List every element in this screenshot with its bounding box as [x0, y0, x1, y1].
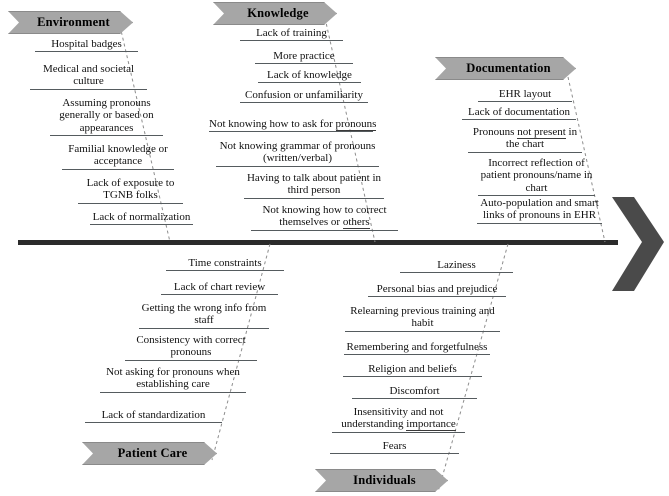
- cause-item: Relearning previous training and habit: [345, 305, 500, 332]
- category-banner-patient-care[interactable]: Patient Care: [82, 442, 217, 465]
- category-label-environment: Environment: [37, 15, 110, 29]
- cause-text: EHR layout: [498, 88, 552, 100]
- cause-text: Lack of knowledge: [267, 69, 352, 81]
- cause-text: Lack of standardization: [101, 409, 206, 421]
- spine-arrowhead: [612, 197, 664, 291]
- cause-text: Time constraints: [188, 257, 262, 269]
- spellcheck-underline: pronouns: [335, 118, 377, 131]
- cause-text: Discomfort: [389, 385, 440, 397]
- cause-item: Getting the wrong info from staff: [139, 302, 269, 329]
- spellcheck-underline: importance: [406, 418, 456, 432]
- cause-text: Medical and societal culture: [42, 63, 135, 88]
- diagram-spine: [18, 240, 618, 245]
- category-banner-individuals[interactable]: Individuals: [315, 469, 448, 492]
- cause-item: Assuming pronouns generally or based on …: [50, 97, 163, 137]
- cause-text: Personal bias and prejudice: [376, 283, 498, 295]
- cause-text: Relearning previous training and habit: [350, 305, 495, 330]
- cause-text: Laziness: [437, 259, 476, 271]
- cause-item: Lack of exposure to TGNB folks: [78, 177, 183, 204]
- cause-item: Incorrect reflection of patient pronouns…: [478, 157, 595, 197]
- cause-item: Confusion or unfamiliarity: [240, 89, 368, 104]
- cause-item: Time constraints: [166, 257, 284, 272]
- category-banner-documentation[interactable]: Documentation: [435, 57, 576, 80]
- category-label-patient-care: Patient Care: [117, 446, 188, 460]
- cause-item: Consistency with correct pronouns: [125, 334, 257, 361]
- cause-item: Not knowing how to ask for pronouns: [209, 118, 377, 133]
- cause-item: Fears: [330, 440, 459, 455]
- cause-text: Hospital badges: [51, 38, 122, 50]
- cause-text: Assuming pronouns generally or based on …: [59, 97, 154, 134]
- cause-text: Not knowing how to correct themselves or…: [262, 204, 387, 230]
- cause-text: Not asking for pronouns when establishin…: [106, 366, 240, 391]
- cause-item: Not knowing how to correct themselves or…: [251, 204, 398, 231]
- cause-text: Confusion or unfamiliarity: [245, 89, 363, 101]
- cause-item: Lack of normalization: [90, 211, 193, 226]
- category-banner-knowledge[interactable]: Knowledge: [213, 2, 337, 25]
- cause-item: More practice: [255, 50, 353, 65]
- cause-text: Fears: [382, 440, 407, 452]
- cause-text: Religion and beliefs: [368, 363, 457, 375]
- category-label-knowledge: Knowledge: [247, 6, 309, 20]
- cause-text: Having to talk about patient in third pe…: [246, 172, 382, 197]
- cause-item: Auto-population and smart links of prono…: [477, 197, 602, 224]
- cause-item: Lack of training: [240, 27, 343, 42]
- cause-item: Lack of standardization: [85, 409, 222, 424]
- spellcheck-underline: not present: [517, 126, 566, 139]
- cause-item: Not knowing grammar of pronouns (written…: [216, 140, 379, 167]
- category-label-individuals: Individuals: [353, 473, 416, 487]
- cause-item: Familial knowledge or acceptance: [62, 143, 174, 170]
- cause-item: Lack of knowledge: [258, 69, 361, 84]
- cause-text: Insensitivity and not understanding impo…: [341, 406, 456, 432]
- cause-item: Laziness: [400, 259, 513, 274]
- cause-text: Familial knowledge or acceptance: [68, 143, 168, 168]
- cause-item: EHR layout: [478, 88, 572, 103]
- cause-text: Pronouns not present in the chart: [472, 126, 578, 151]
- cause-item: Medical and societal culture: [30, 63, 147, 90]
- cause-text: Consistency with correct pronouns: [136, 334, 246, 359]
- cause-text: Lack of training: [256, 27, 327, 39]
- cause-text: Not knowing grammar of pronouns (written…: [219, 140, 376, 165]
- cause-item: Lack of documentation: [462, 106, 576, 121]
- cause-text: Auto-population and smart links of prono…: [480, 197, 599, 222]
- category-label-documentation: Documentation: [466, 61, 551, 75]
- cause-item: Pronouns not present in the chart: [468, 126, 582, 153]
- cause-item: Lack of chart review: [161, 281, 278, 296]
- cause-item: Remembering and forgetfulness: [344, 341, 490, 356]
- cause-item: Hospital badges: [35, 38, 138, 53]
- cause-text: More practice: [273, 50, 335, 62]
- cause-item: Religion and beliefs: [343, 363, 482, 378]
- cause-item: Insensitivity and not understanding impo…: [332, 406, 465, 433]
- spellcheck-underline: others: [342, 216, 370, 230]
- cause-text: Lack of exposure to TGNB folks: [86, 177, 175, 202]
- cause-text: Incorrect reflection of patient pronouns…: [480, 157, 593, 194]
- cause-text: Not knowing how to ask for pronouns: [209, 118, 377, 131]
- cause-text: Lack of documentation: [467, 106, 571, 118]
- cause-text: Getting the wrong info from staff: [141, 302, 267, 327]
- cause-item: Personal bias and prejudice: [368, 283, 506, 298]
- cause-text: Lack of normalization: [92, 211, 191, 223]
- cause-text: Remembering and forgetfulness: [346, 341, 488, 353]
- cause-text: Lack of chart review: [173, 281, 266, 293]
- cause-item: Having to talk about patient in third pe…: [244, 172, 384, 199]
- cause-item: Not asking for pronouns when establishin…: [100, 366, 246, 393]
- cause-item: Discomfort: [352, 385, 477, 400]
- category-banner-environment[interactable]: Environment: [8, 11, 133, 34]
